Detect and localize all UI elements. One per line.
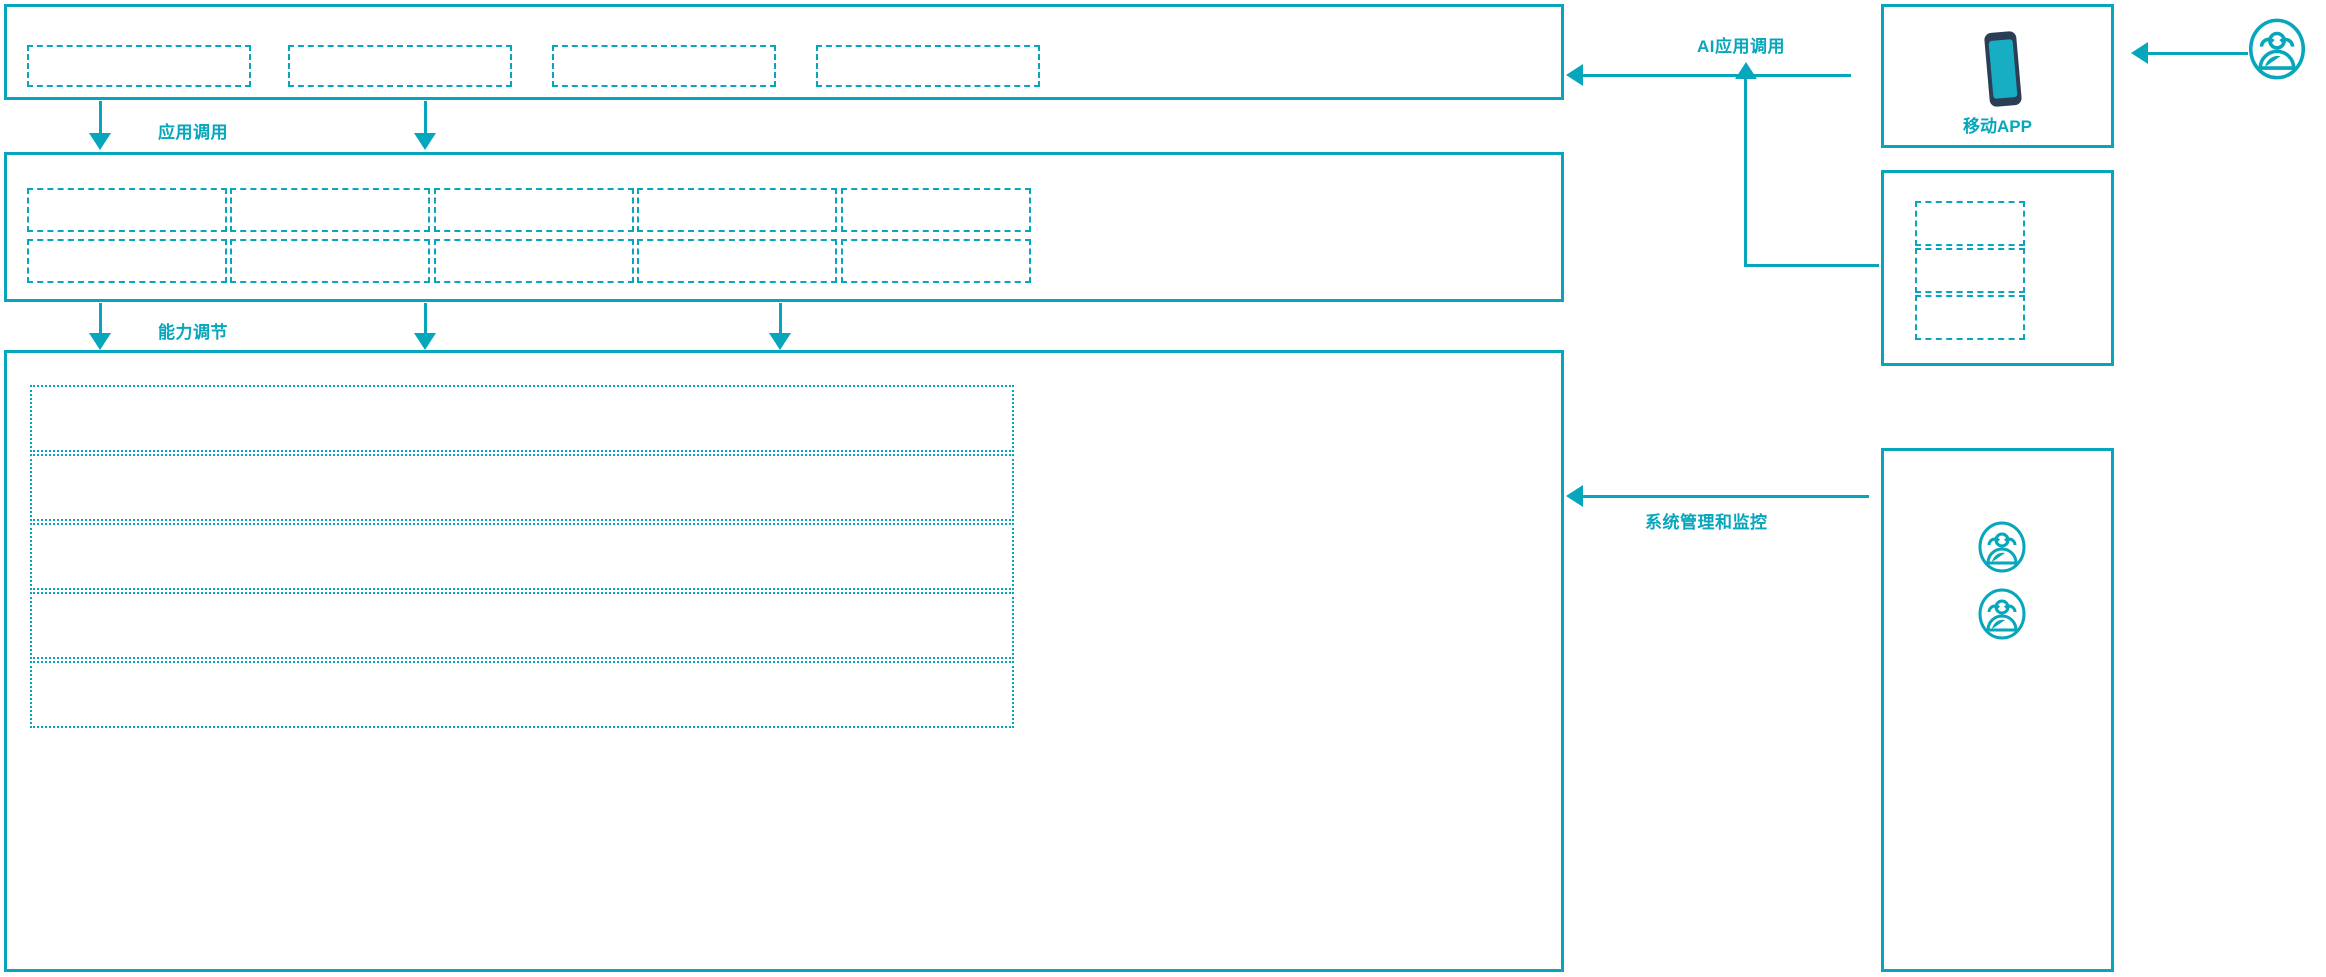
capability-slot[interactable] — [841, 239, 1031, 283]
capability-layer-panel — [4, 152, 1564, 302]
application-slot[interactable] — [288, 45, 512, 87]
capability-adjust-arrow — [89, 333, 111, 350]
capability-slot[interactable] — [27, 239, 227, 283]
application-slot[interactable] — [27, 45, 251, 87]
capability-slot[interactable] — [637, 188, 837, 232]
ai-app-invoke-riser — [1744, 77, 1747, 267]
operations-card — [1881, 448, 2114, 972]
capability-slot[interactable] — [230, 239, 430, 283]
end-user-line — [2148, 52, 2248, 55]
channel-slot[interactable] — [1915, 248, 2025, 293]
channel-slot[interactable] — [1915, 295, 2025, 340]
capability-slot[interactable] — [434, 188, 634, 232]
system-manage-label: 系统管理和监控 — [1645, 513, 1768, 532]
users-icon — [1976, 521, 2028, 573]
capability-adjust-line — [99, 303, 102, 340]
app-invoke-line — [424, 101, 427, 139]
capability-adjust-arrow — [414, 333, 436, 350]
ai-app-invoke-label: AI应用调用 — [1697, 37, 1785, 56]
capability-slot[interactable] — [841, 188, 1031, 232]
ai-app-invoke-riser-base — [1744, 264, 1879, 267]
platform-slot[interactable] — [30, 385, 1014, 452]
platform-slot[interactable] — [30, 454, 1014, 521]
smartphone-icon — [1980, 29, 2026, 109]
platform-slot[interactable] — [30, 661, 1014, 728]
capability-adjust-line — [424, 303, 427, 340]
users-icon — [2246, 18, 2308, 80]
capability-slot[interactable] — [230, 188, 430, 232]
mobile-app-caption: 移动APP — [1963, 117, 2032, 136]
app-invoke-label: 应用调用 — [158, 123, 228, 142]
platform-slot[interactable] — [30, 592, 1014, 659]
platform-layer-panel — [4, 350, 1564, 972]
channel-card — [1881, 170, 2114, 366]
capability-adjust-arrow — [769, 333, 791, 350]
capability-slot[interactable] — [434, 239, 634, 283]
capability-adjust-label: 能力调节 — [158, 323, 228, 342]
application-layer-panel — [4, 4, 1564, 100]
ai-app-invoke-riser-arrow — [1735, 62, 1757, 79]
end-user-arrow — [2131, 42, 2148, 64]
users-icon — [1976, 588, 2028, 640]
application-slot[interactable] — [552, 45, 776, 87]
ai-app-invoke-line — [1583, 74, 1851, 77]
app-invoke-arrow — [89, 133, 111, 150]
system-manage-arrow — [1566, 485, 1583, 507]
app-invoke-arrow — [414, 133, 436, 150]
capability-slot[interactable] — [27, 188, 227, 232]
app-invoke-line — [99, 101, 102, 139]
ai-app-invoke-arrow — [1566, 64, 1583, 86]
system-manage-line — [1583, 495, 1869, 498]
capability-slot[interactable] — [637, 239, 837, 283]
platform-slot[interactable] — [30, 523, 1014, 590]
capability-adjust-line — [779, 303, 782, 340]
application-slot[interactable] — [816, 45, 1040, 87]
channel-slot[interactable] — [1915, 201, 2025, 246]
mobile-app-card[interactable]: 移动APP — [1881, 4, 2114, 148]
